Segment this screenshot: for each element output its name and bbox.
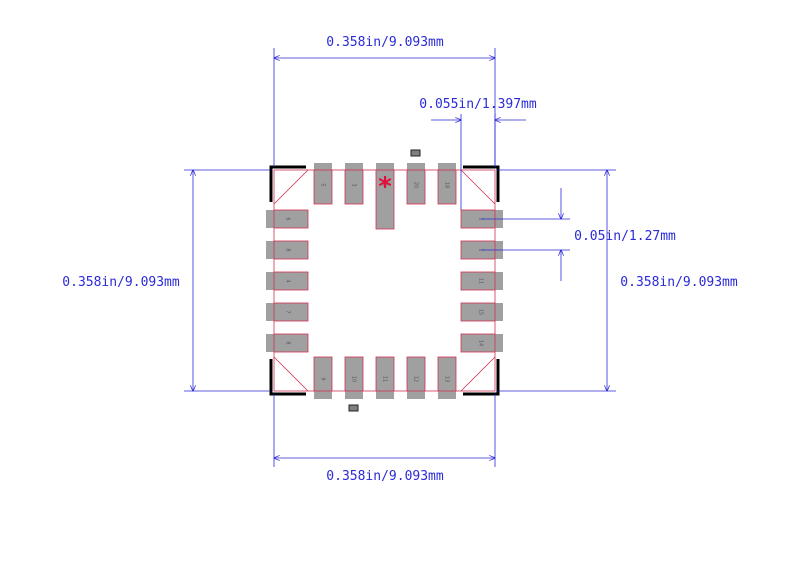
pad-number: 13 — [444, 376, 450, 382]
dimension-right-height-label: 0.358in/9.093mm — [620, 275, 738, 290]
pad-number: 8 — [285, 341, 291, 344]
pad-left-1: 6 — [266, 210, 308, 228]
pad-left-3: 4 — [266, 272, 308, 290]
pad-number: 1 — [478, 248, 484, 251]
pad-outline — [375, 169, 395, 230]
pad-outline — [460, 333, 496, 353]
dimension-pad-width-label: 0.055in/1.397mm — [419, 97, 537, 112]
pad-number: 5 — [320, 183, 326, 186]
pad-number: 10 — [351, 376, 357, 382]
pad-outline — [273, 302, 309, 322]
pad-outline — [273, 333, 309, 353]
dimension-bottom-width-label: 0.358in/9.093mm — [326, 469, 444, 484]
pad-outline — [460, 302, 496, 322]
pad-bottom-5: 13 — [438, 357, 456, 399]
pad-number: 11 — [478, 278, 484, 284]
pad-top-3: 1 — [376, 163, 394, 229]
pad-outline — [273, 209, 309, 229]
pad-number: 12 — [413, 376, 419, 382]
pad-outline — [460, 271, 496, 291]
dimension-pad-width — [431, 114, 526, 210]
pad-number: 8 — [285, 248, 291, 251]
pad-bottom-4: 12 — [407, 357, 425, 399]
dimension-top-width-label: 0.358in/9.093mm — [326, 35, 444, 50]
pad-left-4: 7 — [266, 303, 308, 321]
pad-number: 3 — [351, 183, 357, 186]
pad-bottom-1: 9 — [314, 357, 332, 399]
fiducial-bottom — [348, 404, 359, 412]
pad-outline — [313, 356, 333, 392]
pad-number: 7 — [285, 310, 291, 313]
pad-number: 15 — [478, 309, 484, 315]
dimension-bottom-width — [274, 394, 495, 467]
pad-right-3: 11 — [461, 272, 503, 290]
pad-outline — [437, 356, 457, 392]
pad-number: 1 — [382, 183, 388, 186]
dimension-pitch-label: 0.05in/1.27mm — [574, 229, 676, 244]
dimension-left-height — [184, 170, 270, 391]
dimension-left-height-label: 0.358in/9.093mm — [62, 275, 180, 290]
pad-number: 6 — [285, 217, 291, 220]
dimension-right-height — [498, 170, 616, 391]
pad-outline — [313, 169, 333, 205]
pad-number: 14 — [478, 340, 484, 346]
pad-top-5: 18 — [438, 163, 456, 204]
pad-left-5: 8 — [266, 334, 308, 352]
pad-left-2: 8 — [266, 241, 308, 259]
pad-outline — [273, 271, 309, 291]
pad-outline — [437, 169, 457, 205]
pad-right-4: 15 — [461, 303, 503, 321]
pad-number: 9 — [320, 377, 326, 380]
fiducial-top — [410, 149, 421, 157]
pad-number: 18 — [444, 182, 450, 188]
pad-right-5: 14 — [461, 334, 503, 352]
pad-number: 20 — [413, 182, 419, 188]
pad-top-4: 20 — [407, 163, 425, 204]
pad-outline — [406, 169, 426, 205]
pad-top-2: 3 — [345, 163, 363, 204]
pad-outline — [344, 356, 364, 392]
pad-bottom-2: 10 — [345, 357, 363, 399]
pad-outline — [406, 356, 426, 392]
dimension-pitch — [481, 188, 570, 281]
pad-number: 1 — [478, 217, 484, 220]
pad-top-1: 5 — [314, 163, 332, 204]
pad-outline — [344, 169, 364, 205]
pad-outline — [375, 356, 395, 392]
silkscreen-corners — [269, 165, 500, 396]
pad-number: 11 — [382, 376, 388, 382]
pad-outline — [273, 240, 309, 260]
corner-diagonals — [273, 169, 496, 392]
pad-bottom-3: 11 — [376, 357, 394, 399]
pad-number: 4 — [285, 279, 291, 282]
pin1-marker: * — [378, 172, 392, 202]
